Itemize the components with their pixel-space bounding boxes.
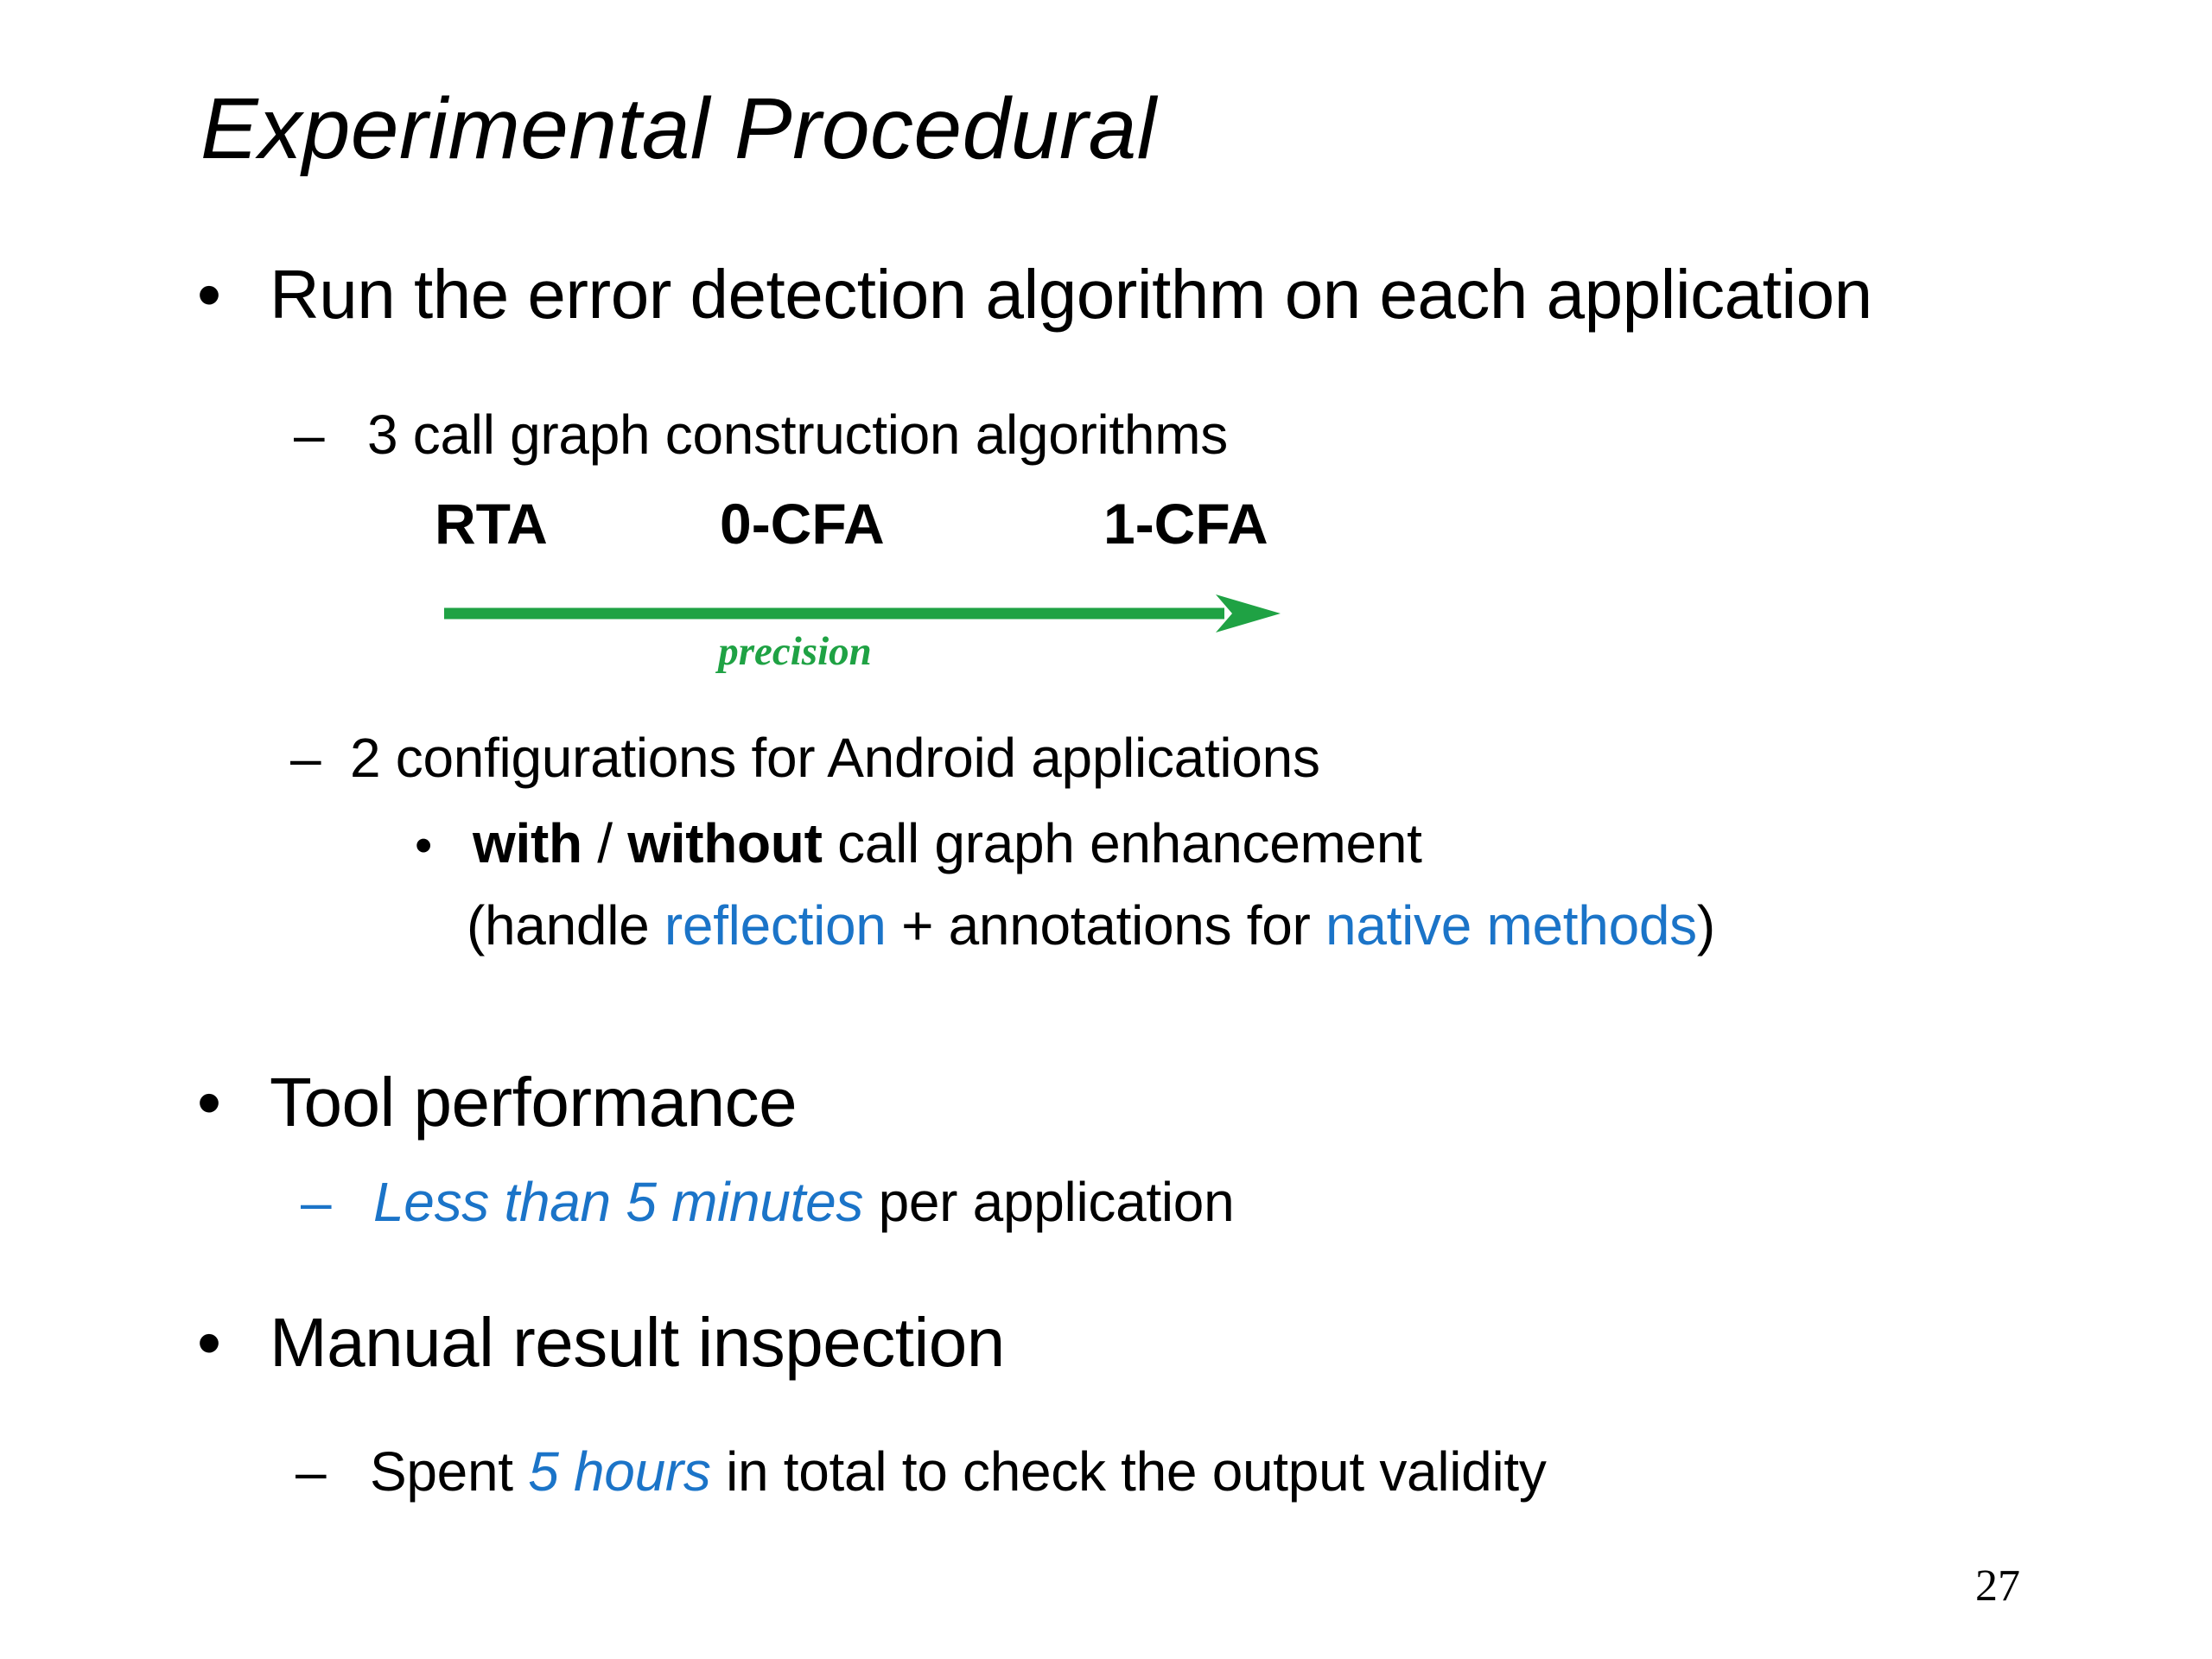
sub-bullet-less-than-5-minutes: – Less than 5 minutes per application <box>301 1171 1235 1234</box>
precision-arrow-icon <box>442 593 1281 634</box>
without-segment: without <box>627 812 823 874</box>
native-methods-segment: native methods <box>1325 894 1697 957</box>
spent-segment: Spent <box>370 1440 529 1503</box>
bullet-manual-result-inspection: • Manual result inspection <box>197 1304 1005 1382</box>
sub-bullet-call-graph-algorithms: – 3 call graph construction algorithms <box>294 404 1228 467</box>
sub-bullet-two-configurations-text: 2 configurations for Android application… <box>350 727 1320 789</box>
page-number: 27 <box>1975 1561 2020 1611</box>
slash-segment: / <box>582 812 628 874</box>
inspection-line: Spent 5 hours in total to check the outp… <box>370 1440 1547 1503</box>
enhancement-rest-segment: call graph enhancement <box>822 812 1422 874</box>
paren-line: (handle reflection + annotations for nat… <box>467 894 1715 957</box>
sub-bullet-call-graph-algorithms-text: 3 call graph construction algorithms <box>367 404 1228 466</box>
dash-icon: – <box>294 404 325 466</box>
with-without-line: with / without call graph enhancement <box>473 812 1422 875</box>
performance-line: Less than 5 minutes per application <box>373 1171 1235 1234</box>
algorithm-label-0cfa: 0-CFA <box>720 492 885 556</box>
sub-bullet-with-without-enhancement: • with / without call graph enhancement <box>415 812 1422 875</box>
bullet-dot-icon: • <box>415 817 433 874</box>
inspection-rest-segment: in total to check the output validity <box>710 1440 1547 1503</box>
less-than-5-minutes-segment: Less than 5 minutes <box>373 1171 864 1233</box>
sub-bullet-two-configurations: – 2 configurations for Android applicati… <box>290 727 1320 790</box>
dash-icon: – <box>290 727 321 789</box>
paren-mid-segment: + annotations for <box>886 894 1326 957</box>
paren-close-segment: ) <box>1696 894 1715 957</box>
bullet-dot-icon: • <box>197 1304 221 1381</box>
algorithm-label-rta: RTA <box>435 492 548 556</box>
sub-bullet-handle-reflection: (handle reflection + annotations for nat… <box>467 894 1715 957</box>
reflection-segment: reflection <box>664 894 887 957</box>
dash-icon: – <box>301 1171 332 1233</box>
bullet-run-error-detection-text: Run the error detection algorithm on eac… <box>270 256 1872 333</box>
bullet-dot-icon: • <box>197 256 221 333</box>
precision-arrow-label: precision <box>718 629 872 674</box>
with-segment: with <box>473 812 582 874</box>
bullet-run-error-detection: • Run the error detection algorithm on e… <box>197 256 1872 334</box>
bullet-dot-icon: • <box>197 1064 221 1141</box>
bullet-manual-result-inspection-text: Manual result inspection <box>270 1304 1005 1381</box>
arrow-head <box>1216 594 1281 632</box>
bullet-tool-performance-text: Tool performance <box>270 1064 798 1141</box>
slide-title: Experimental Procedural <box>200 80 1157 177</box>
per-application-segment: per application <box>863 1171 1235 1233</box>
sub-bullet-spent-5-hours: – Spent 5 hours in total to check the ou… <box>296 1440 1547 1503</box>
paren-open-segment: (handle <box>467 894 664 957</box>
algorithm-label-1cfa: 1-CFA <box>1103 492 1268 556</box>
dash-icon: – <box>296 1440 327 1503</box>
bullet-tool-performance: • Tool performance <box>197 1064 798 1141</box>
five-hours-segment: 5 hours <box>528 1440 711 1503</box>
